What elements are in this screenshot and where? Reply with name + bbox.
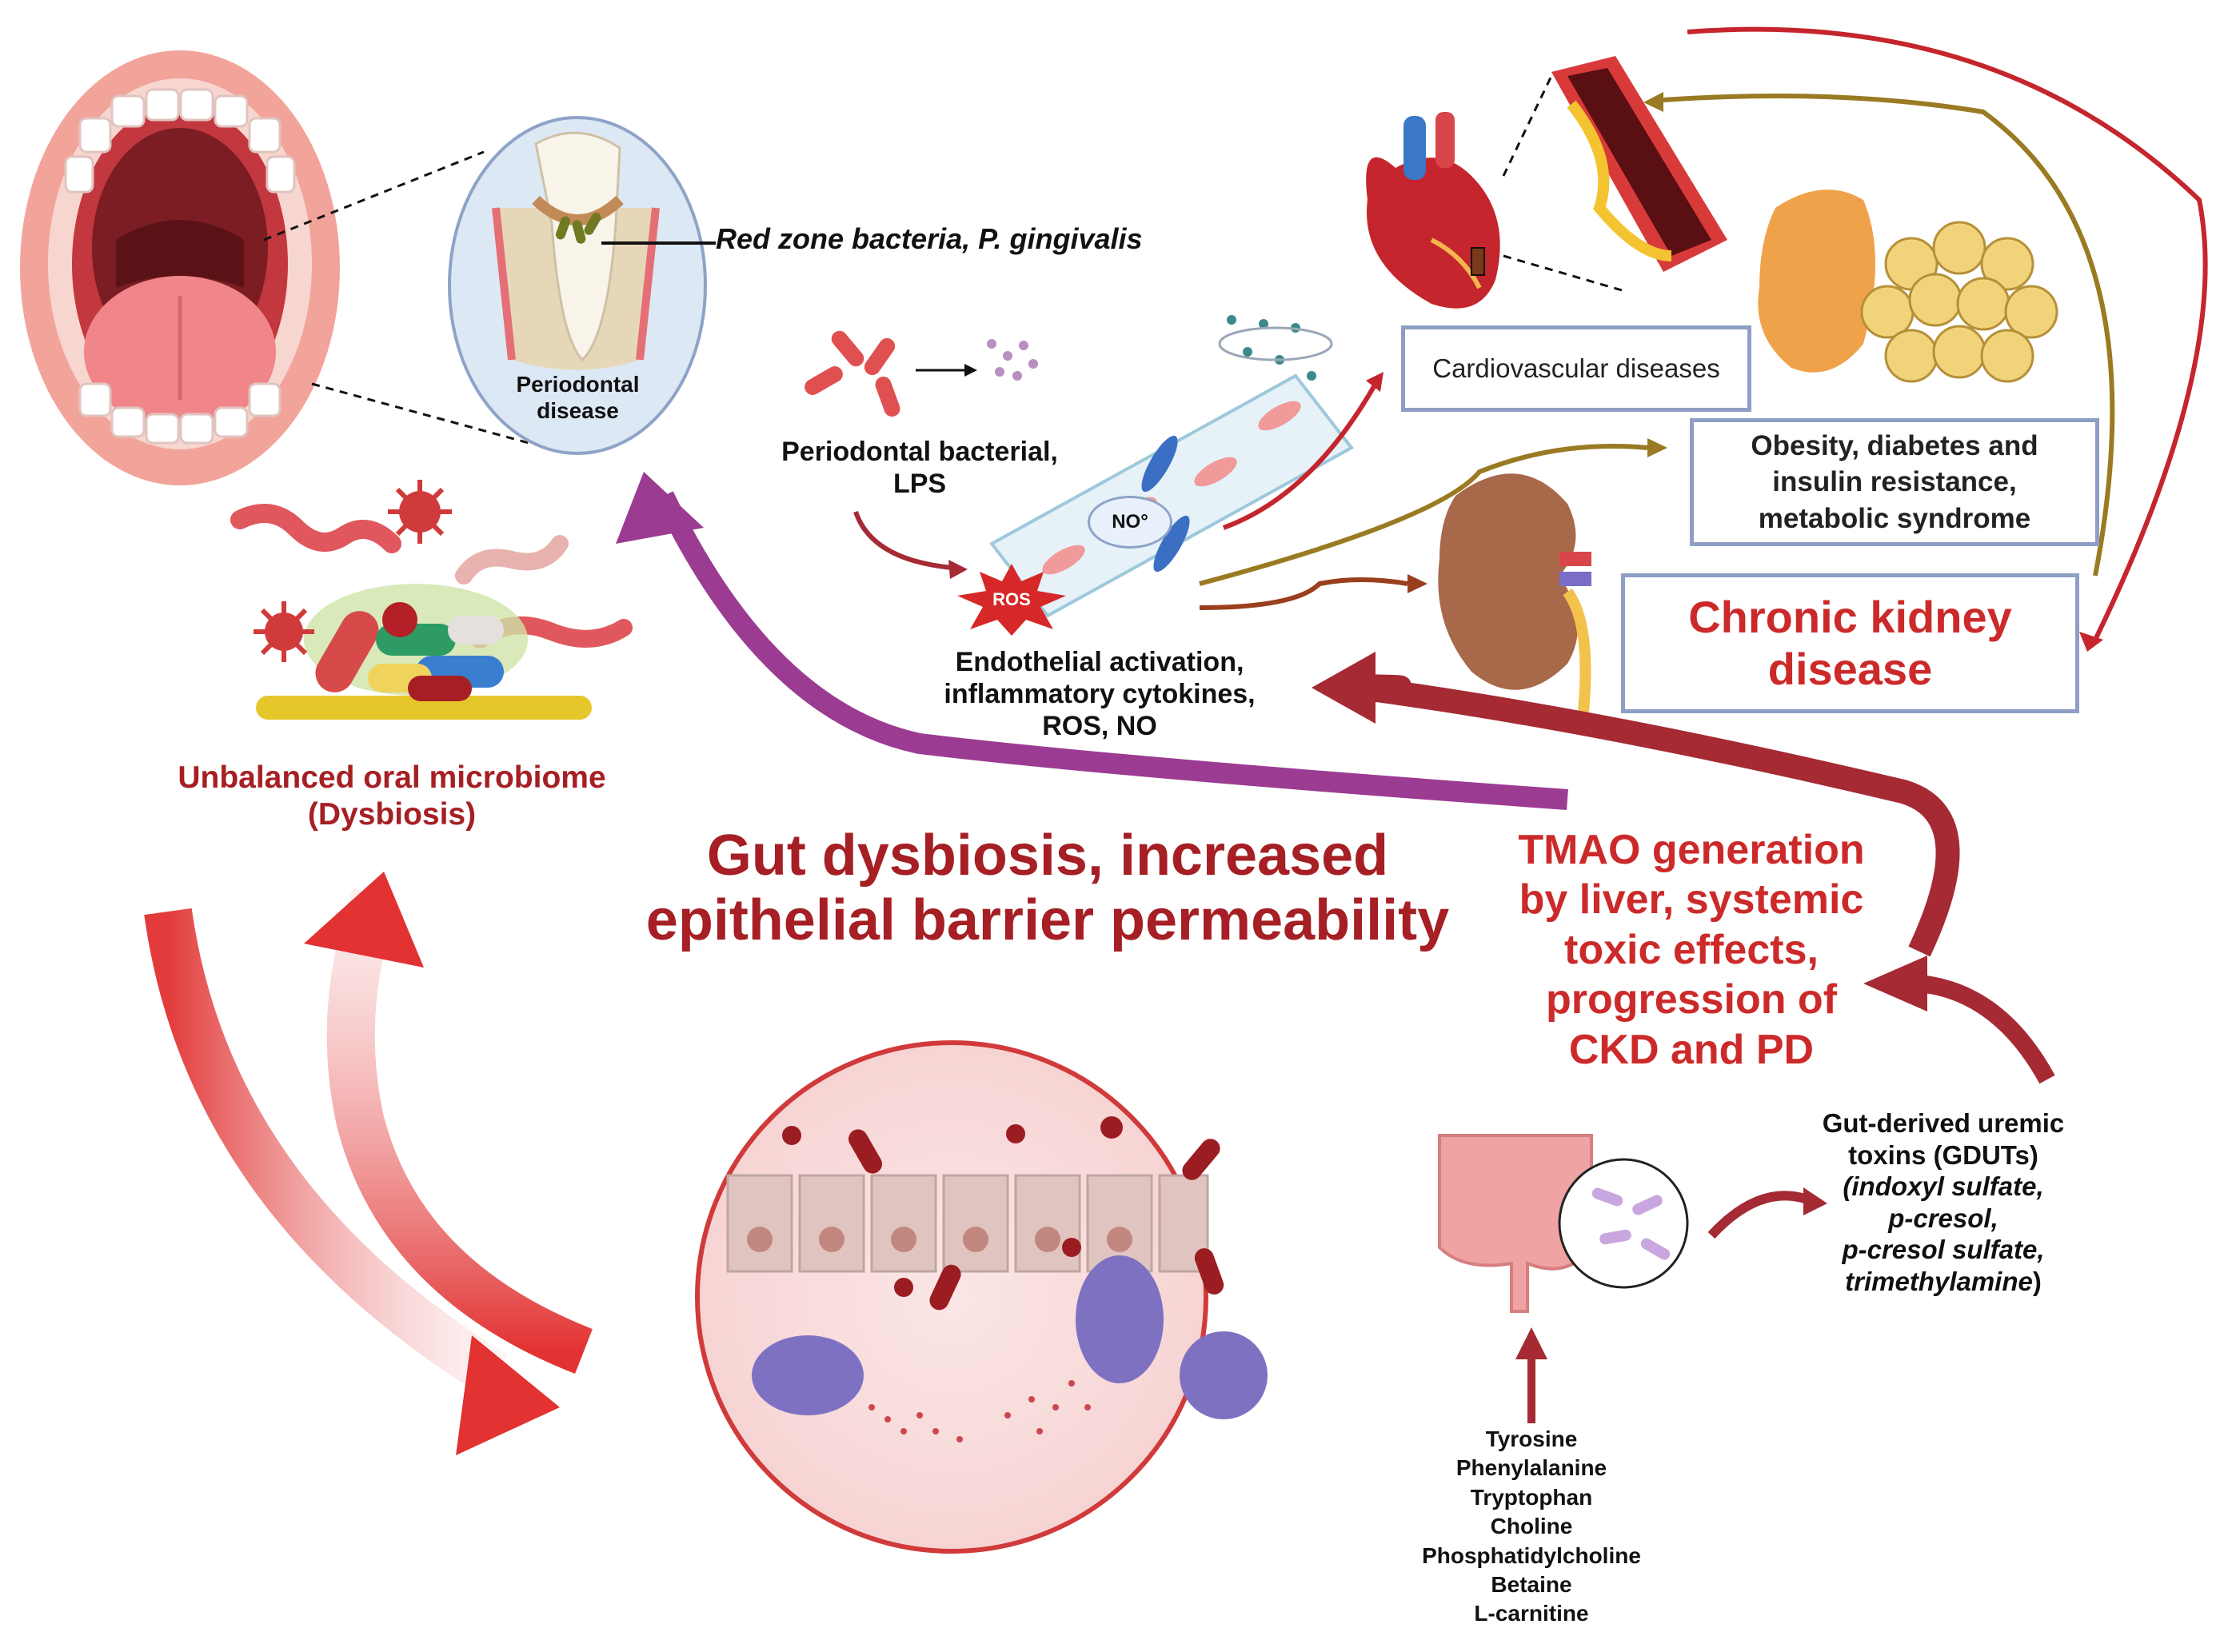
metabolic-box: Obesity, diabetes and insulin resistance…	[1690, 418, 2099, 546]
gduts-item-4: trimethylamine)	[1845, 1266, 2042, 1296]
cvd-label: Cardiovascular diseases	[1432, 353, 1720, 383]
periodontal-disease-label: Periodontal disease	[496, 371, 660, 424]
precursors-list: Tyrosine Phenylalanine Tryptophan Cholin…	[1392, 1425, 1671, 1629]
precursor-item: L-carnitine	[1474, 1601, 1589, 1626]
tmao-line-3: toxic effects,	[1564, 926, 1819, 973]
virus-icon	[254, 480, 452, 662]
zoom-lines	[263, 75, 1628, 445]
gut-dysbiosis-title: Gut dysbiosis, increased epithelial barr…	[608, 824, 1487, 952]
precursor-item: Phosphatidylcholine	[1422, 1542, 1641, 1568]
lps-bacteria-icon	[805, 330, 1038, 417]
precursor-item: Choline	[1490, 1514, 1573, 1539]
artery-icon	[1551, 56, 1727, 272]
gduts-item-3: p-cresol sulfate,	[1842, 1235, 2045, 1265]
gut-dysbiosis-line-1: Gut dysbiosis, increased	[706, 824, 1389, 888]
gut-dysbiosis-line-2: epithelial barrier permeability	[645, 888, 1450, 952]
tmao-line-2: by liver, systemic	[1519, 876, 1864, 924]
ckd-line-2: disease	[1767, 643, 1933, 694]
precursor-item: Betaine	[1491, 1571, 1572, 1597]
endothelial-label: Endothelial activation, inflammatory cyt…	[920, 646, 1280, 742]
endothelial-line-3: ROS, NO	[1042, 711, 1157, 742]
no-text: NO°	[1112, 511, 1148, 533]
bacterial-lps-line-2: LPS	[892, 469, 947, 500]
ros-burst-icon	[957, 564, 1066, 636]
tmao-label: TMAO generation by liver, systemic toxic…	[1483, 825, 1899, 1075]
precursor-item: Tryptophan	[1470, 1484, 1593, 1510]
fat-cells-icon	[1860, 221, 2058, 383]
ros-text: ROS	[992, 589, 1031, 609]
gduts-item-4-text: trimethylamine	[1845, 1266, 2033, 1296]
bacterial-lps-label: Periodontal bacterial, LPS	[768, 436, 1072, 500]
precursor-item: Phenylalanine	[1455, 1455, 1607, 1481]
arrows-layer	[144, 26, 2208, 1455]
metabolic-line-3: metabolic syndrome	[1758, 502, 2031, 534]
gduts-item-1: (indoxyl sulfate,	[1843, 1171, 2044, 1202]
gduts-label: Gut-derived uremic toxins (GDUTs) (indox…	[1783, 1107, 2103, 1298]
endothelial-line-2: inflammatory cytokines,	[944, 679, 1256, 710]
bacteria-icon	[230, 504, 633, 720]
bacterial-lps-line-1: Periodontal bacterial,	[781, 437, 1058, 467]
mouth-icon	[20, 50, 340, 485]
metabolic-line-1: Obesity, diabetes and	[1751, 429, 2038, 461]
no-badge: NO°	[1088, 496, 1172, 549]
oral-dysbiosis-line-2: (Dysbiosis)	[307, 797, 477, 832]
red-zone-label: Red zone bacteria, P. gingivalis	[716, 222, 1143, 255]
tooth-icon	[448, 116, 707, 455]
microbes-icon	[1558, 1158, 1689, 1289]
cvd-box: Cardiovascular diseases	[1401, 325, 1751, 412]
oral-dysbiosis-label: Unbalanced oral microbiome (Dysbiosis)	[144, 760, 640, 833]
endothelial-line-1: Endothelial activation,	[955, 647, 1244, 677]
metabolic-line-2: insulin resistance,	[1772, 466, 2017, 498]
ckd-label: Chronic kidney disease	[1688, 592, 2012, 695]
gduts-title-line-1: Gut-derived uremic	[1822, 1108, 2065, 1138]
periodontal-disease-line-2: disease	[537, 398, 619, 424]
gduts-item-1-text: indoxyl sulfate,	[1851, 1171, 2044, 1202]
oral-dysbiosis-line-1: Unbalanced oral microbiome	[178, 760, 606, 795]
tmao-line-5: CKD and PD	[1568, 1026, 1815, 1073]
precursor-item: Tyrosine	[1485, 1427, 1578, 1451]
ros-badge: ROS	[956, 564, 1068, 636]
gduts-title-line-2: toxins (GDUTs)	[1848, 1139, 2038, 1170]
tmao-line-4: progression of	[1545, 976, 1838, 1024]
kidney-icon	[1438, 473, 1591, 712]
pancreas-icon	[1758, 190, 1875, 373]
ckd-line-1: Chronic kidney	[1688, 592, 2012, 643]
ckd-box: Chronic kidney disease	[1621, 573, 2079, 713]
periodontal-disease-line-1: Periodontal	[516, 372, 640, 397]
gduts-item-2: p-cresol,	[1888, 1203, 1998, 1233]
tmao-line-1: TMAO generation	[1518, 827, 1865, 873]
metabolic-label: Obesity, diabetes and insulin resistance…	[1751, 428, 2038, 537]
heart-icon	[1366, 112, 1500, 309]
blood-vessel-icon	[988, 315, 1355, 618]
gut-epithelium-icon	[695, 1040, 1268, 1554]
